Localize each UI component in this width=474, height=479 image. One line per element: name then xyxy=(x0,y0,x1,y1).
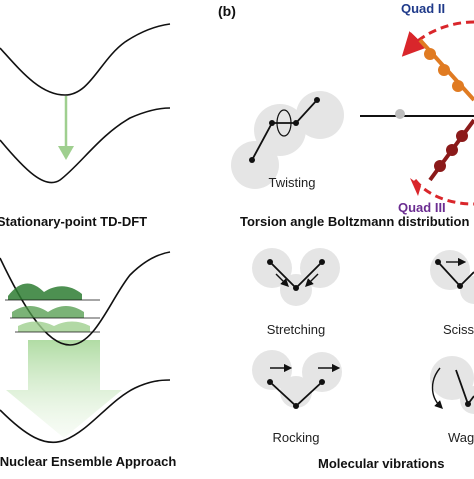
twisting-diagram: Twisting xyxy=(231,91,344,190)
wagging-diagram: Wagging xyxy=(430,356,474,445)
quad-ii-label: Quad II xyxy=(401,1,445,16)
bottom-caption: Nuclear Ensemble Approach xyxy=(0,454,176,469)
vibrations-caption: Molecular vibrations xyxy=(318,456,444,471)
newman-projection: Quad II Quad III xyxy=(360,1,474,215)
ensemble-arrow xyxy=(6,340,122,438)
stationary-point-panel: Stationary-point TD-DFT xyxy=(0,23,171,229)
rocking-diagram: Rocking xyxy=(252,350,342,445)
scissoring-label: Scissoring xyxy=(443,322,474,337)
ground-state-curve-top xyxy=(0,23,171,96)
stretching-label: Stretching xyxy=(267,322,326,337)
wagging-label: Wagging xyxy=(448,430,474,445)
excited-state-curve-bottom xyxy=(0,379,171,444)
vibrational-wavefunctions xyxy=(5,283,100,333)
stretching-diagram: Stretching xyxy=(252,248,340,337)
quad-arc-bottom xyxy=(413,179,474,206)
vertical-excitation-arrowhead xyxy=(58,146,74,160)
excited-state-curve-top xyxy=(0,107,171,184)
torsion-caption: Torsion angle Boltzmann distribution xyxy=(240,214,469,229)
rotation-arrow-icon xyxy=(276,109,292,137)
nuclear-ensemble-panel: Nuclear Ensemble Approach xyxy=(0,251,176,469)
scissoring-diagram: Scissoring xyxy=(430,250,474,337)
quad-iii-label: Quad III xyxy=(398,200,446,215)
top-caption: Stationary-point TD-DFT xyxy=(0,214,147,229)
rocking-label: Rocking xyxy=(273,430,320,445)
quad-arc-bottom-head xyxy=(410,178,421,196)
quad-arc-top xyxy=(401,20,474,57)
panel-label: (b) xyxy=(218,3,236,19)
twisting-label: Twisting xyxy=(269,175,316,190)
